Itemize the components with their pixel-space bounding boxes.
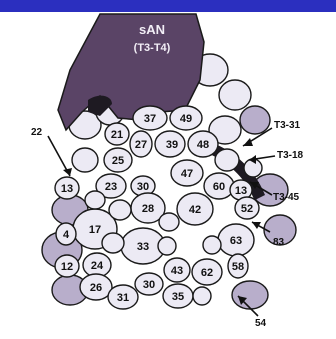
cell-39: 39 (155, 131, 185, 157)
cell-label: 12 (61, 261, 73, 273)
cell-27: 27 (130, 131, 152, 157)
cell-label: 21 (111, 129, 123, 141)
label-22: 22 (31, 127, 43, 138)
cell-label: 28 (142, 203, 154, 215)
cell-63: 63 (218, 224, 254, 256)
cell-label: 37 (144, 113, 156, 125)
bg-cell (219, 80, 251, 110)
cell-label: 60 (213, 181, 225, 193)
cell-label: 13 (235, 185, 247, 197)
cell-21: 21 (105, 123, 129, 145)
cell-30b: 30 (135, 273, 163, 295)
cell-label: 58 (232, 261, 244, 273)
cell-12: 12 (55, 255, 79, 277)
cell-label: 62 (201, 267, 213, 279)
cell-label: 30 (143, 279, 155, 291)
cell-label: 26 (90, 282, 102, 294)
cell-label: 33 (137, 241, 149, 253)
label-t3-31: T3-31 (274, 120, 301, 131)
cell-42: 42 (177, 193, 213, 225)
arrowhead-22 (63, 168, 72, 176)
cell-label: 48 (197, 139, 209, 151)
cell-31: 31 (108, 285, 138, 309)
cell-label: 47 (181, 168, 193, 180)
cell-label: 31 (117, 292, 129, 304)
cell-47: 47 (171, 160, 203, 186)
label-t3-45: T3-45 (273, 192, 300, 203)
cell-35: 35 (163, 284, 193, 308)
cell-label: 39 (166, 139, 178, 151)
cell-4: 4 (56, 223, 76, 245)
cell-52a: 52 (235, 197, 259, 219)
cell-26: 26 (80, 274, 112, 300)
arrowhead-t331 (243, 138, 253, 146)
nerve-name: sAN (139, 22, 165, 37)
label-t3-18: T3-18 (277, 150, 304, 161)
nerve-range: (T3-T4) (134, 42, 171, 54)
cell-52b: 62 (192, 259, 222, 285)
cell-label: 43 (171, 265, 183, 277)
cell-label: 24 (91, 260, 104, 272)
cell-label: 49 (180, 113, 192, 125)
label-54: 54 (255, 318, 267, 329)
cell-label: 42 (189, 204, 201, 216)
cell-49: 49 (170, 106, 202, 130)
cell-13a: 13 (55, 177, 79, 199)
label-83: 83 (273, 237, 285, 248)
bg-cell (232, 281, 268, 309)
cell-label: 30 (137, 181, 149, 193)
cell-60: 60 (204, 173, 234, 199)
cell-label: 17 (89, 224, 101, 236)
cell-label: 52 (241, 203, 253, 215)
cell-label: 23 (105, 181, 117, 193)
cell-25: 25 (104, 148, 132, 172)
cell-label: 4 (63, 229, 70, 241)
cell-37: 37 (133, 106, 167, 130)
cell-label: 35 (172, 291, 184, 303)
cell-58: 58 (228, 254, 248, 278)
cell-label: 27 (135, 139, 147, 151)
cell-label: 13 (61, 183, 73, 195)
cell-48: 48 (188, 131, 218, 157)
cell-43: 43 (164, 258, 190, 282)
cell-label: 25 (112, 155, 124, 167)
cell-label: 63 (230, 235, 242, 247)
bg-cell (240, 106, 270, 134)
